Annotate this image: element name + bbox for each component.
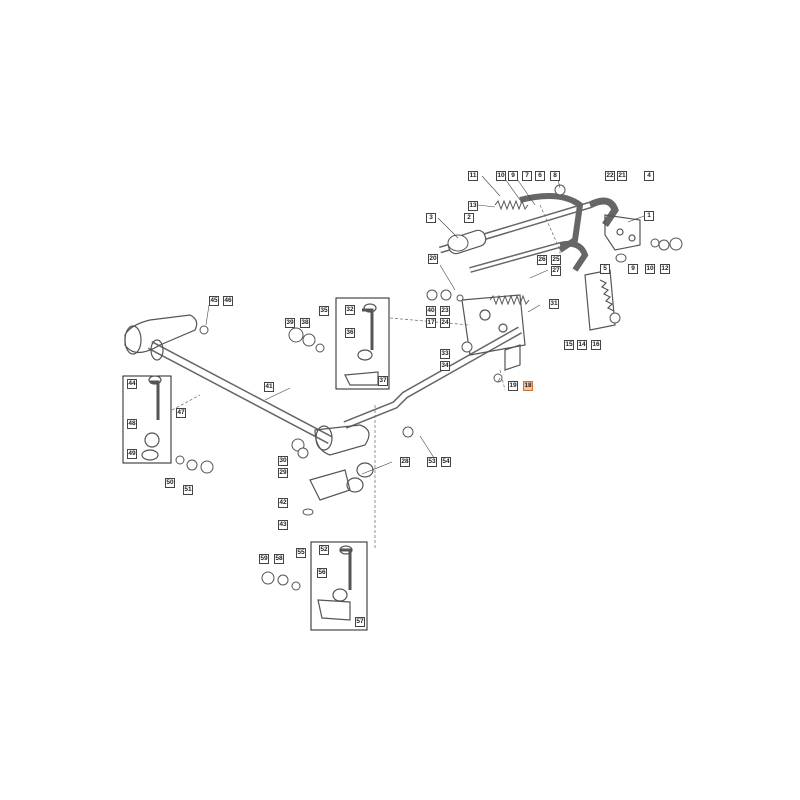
callout-41[interactable]: 41 — [264, 382, 274, 392]
callout-49[interactable]: 49 — [127, 449, 137, 459]
callout-46[interactable]: 46 — [223, 296, 233, 306]
callout-11[interactable]: 11 — [468, 171, 478, 181]
callout-6[interactable]: 6 — [535, 171, 545, 181]
callout-10[interactable]: 10 — [496, 171, 506, 181]
callout-25[interactable]: 25 — [551, 255, 561, 265]
callout-59[interactable]: 59 — [259, 554, 269, 564]
callout-29[interactable]: 29 — [278, 468, 288, 478]
callout-44[interactable]: 44 — [127, 379, 137, 389]
callout-10-b[interactable]: 10 — [645, 264, 655, 274]
callout-13[interactable]: 13 — [468, 201, 478, 211]
callout-47[interactable]: 47 — [176, 408, 186, 418]
callout-50[interactable]: 50 — [165, 478, 175, 488]
callout-18-highlighted[interactable]: 18 — [523, 381, 533, 391]
callout-24[interactable]: 24 — [440, 318, 450, 328]
ball-joint-links — [141, 303, 379, 621]
callout-15[interactable]: 15 — [564, 340, 574, 350]
callout-30[interactable]: 30 — [278, 456, 288, 466]
callout-55[interactable]: 55 — [296, 548, 306, 558]
callout-53[interactable]: 53 — [427, 457, 437, 467]
callout-51[interactable]: 51 — [183, 485, 193, 495]
callout-28[interactable]: 28 — [400, 457, 410, 467]
callout-21[interactable]: 21 — [617, 171, 627, 181]
callout-1[interactable]: 1 — [644, 211, 654, 221]
callout-35[interactable]: 35 — [319, 306, 329, 316]
callout-52[interactable]: 52 — [319, 545, 329, 555]
callout-57[interactable]: 57 — [355, 617, 365, 627]
callout-31[interactable]: 31 — [549, 299, 559, 309]
leader-lines — [205, 175, 645, 475]
callout-3[interactable]: 3 — [426, 213, 436, 223]
callout-42[interactable]: 42 — [278, 498, 288, 508]
callout-37[interactable]: 37 — [378, 376, 388, 386]
assembly-guides — [171, 204, 561, 550]
callout-26[interactable]: 26 — [537, 255, 547, 265]
small-hardware — [175, 184, 683, 591]
bracket-plate — [461, 294, 526, 356]
callout-2[interactable]: 2 — [464, 213, 474, 223]
callout-20[interactable]: 20 — [428, 254, 438, 264]
callout-38[interactable]: 38 — [300, 318, 310, 328]
callout-43[interactable]: 43 — [278, 520, 288, 530]
callout-34[interactable]: 34 — [440, 361, 450, 371]
lower-brackets — [309, 344, 521, 501]
callout-48[interactable]: 48 — [127, 419, 137, 429]
springs — [489, 199, 530, 306]
main-rod — [124, 314, 522, 456]
callout-17[interactable]: 17 — [426, 318, 436, 328]
callout-9[interactable]: 9 — [508, 171, 518, 181]
callout-9-b[interactable]: 9 — [628, 264, 638, 274]
callout-56[interactable]: 56 — [317, 568, 327, 578]
callout-54[interactable]: 54 — [441, 457, 451, 467]
callout-19[interactable]: 19 — [508, 381, 518, 391]
callout-58[interactable]: 58 — [274, 554, 284, 564]
callout-4[interactable]: 4 — [644, 171, 654, 181]
inset-boxes — [122, 297, 390, 631]
callout-36[interactable]: 36 — [345, 328, 355, 338]
callout-45[interactable]: 45 — [209, 296, 219, 306]
callout-32[interactable]: 32 — [345, 305, 355, 315]
callout-27[interactable]: 27 — [551, 266, 561, 276]
callout-22[interactable]: 22 — [605, 171, 615, 181]
callout-8[interactable]: 8 — [550, 171, 560, 181]
callout-14[interactable]: 14 — [577, 340, 587, 350]
callout-5[interactable]: 5 — [600, 264, 610, 274]
callout-23[interactable]: 23 — [440, 306, 450, 316]
callout-33[interactable]: 33 — [440, 349, 450, 359]
callout-40[interactable]: 40 — [426, 306, 436, 316]
callout-7[interactable]: 7 — [522, 171, 532, 181]
callout-16[interactable]: 16 — [591, 340, 601, 350]
callout-39[interactable]: 39 — [285, 318, 295, 328]
callout-12[interactable]: 12 — [660, 264, 670, 274]
